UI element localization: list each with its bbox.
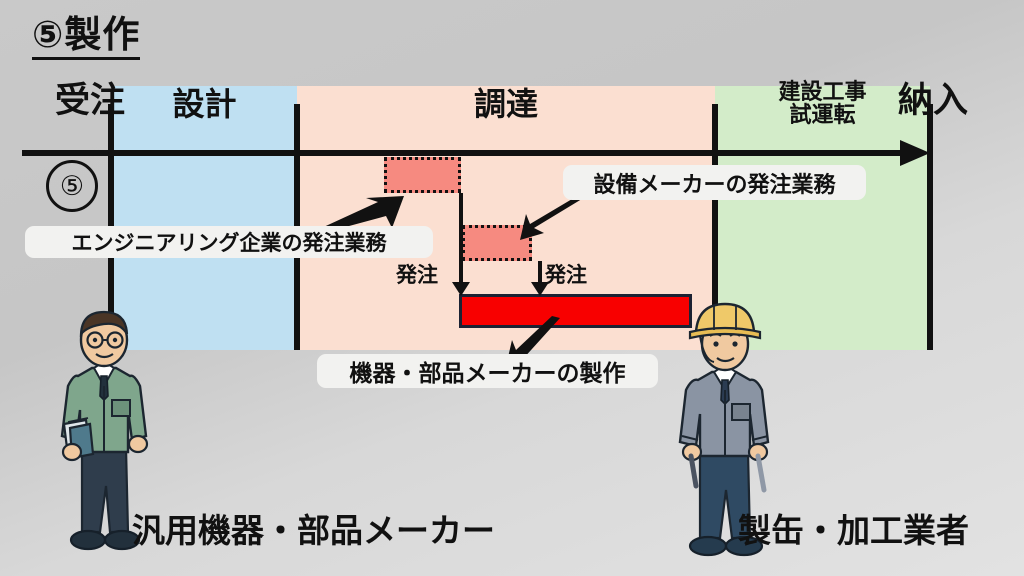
timeline-axis — [22, 150, 922, 156]
task-bar-engineering-order[interactable] — [384, 157, 461, 193]
connector-arrow-order-1-head-icon — [452, 282, 470, 296]
task-bar-parts-maker-production[interactable] — [459, 294, 692, 328]
callout-engineering-order[interactable]: エンジニアリング企業の発注業務 — [25, 226, 433, 258]
timeline-arrow-icon — [900, 140, 930, 166]
connector-label-order-2: 発注 — [545, 264, 587, 287]
row-marker-badge: ⑤ — [46, 160, 98, 212]
phase-band-design — [112, 86, 297, 350]
avatar-parts-maker — [60, 310, 149, 551]
phase-label-design: 設計 — [172, 86, 237, 122]
page-title: ⑤製作 — [32, 14, 141, 61]
callout-parts-maker-production[interactable]: 機器・部品メーカーの製作 — [317, 354, 658, 388]
phase-label-construction-line2: 試運転 — [789, 102, 856, 128]
phase-divider-delivery — [927, 104, 933, 350]
task-bar-equipment-maker-order[interactable] — [462, 225, 532, 261]
avatar-fabrication-worker — [678, 302, 770, 557]
phase-label-delivery: 納入 — [898, 81, 969, 120]
phase-label-construction: 建設工事 試運転 — [715, 80, 930, 127]
phase-label-procurement: 調達 — [473, 86, 538, 122]
phase-divider-construction — [712, 104, 718, 350]
phase-label-order: 受注 — [54, 81, 125, 120]
phase-band-construction — [715, 86, 930, 350]
caption-parts-maker: 汎用機器・部品メーカー — [132, 512, 495, 549]
connector-arrow-order-2-stem — [538, 261, 542, 284]
callout-equipment-maker-order[interactable]: 設備メーカーの発注業務 — [563, 165, 866, 200]
connector-arrow-order-2-head-icon — [531, 282, 549, 296]
caption-fabrication-worker: 製缶・加工業者 — [738, 512, 969, 549]
phase-label-construction-line1: 建設工事 — [778, 79, 867, 104]
connector-arrow-order-1-stem — [459, 193, 463, 284]
connector-label-order-1: 発注 — [396, 264, 438, 287]
